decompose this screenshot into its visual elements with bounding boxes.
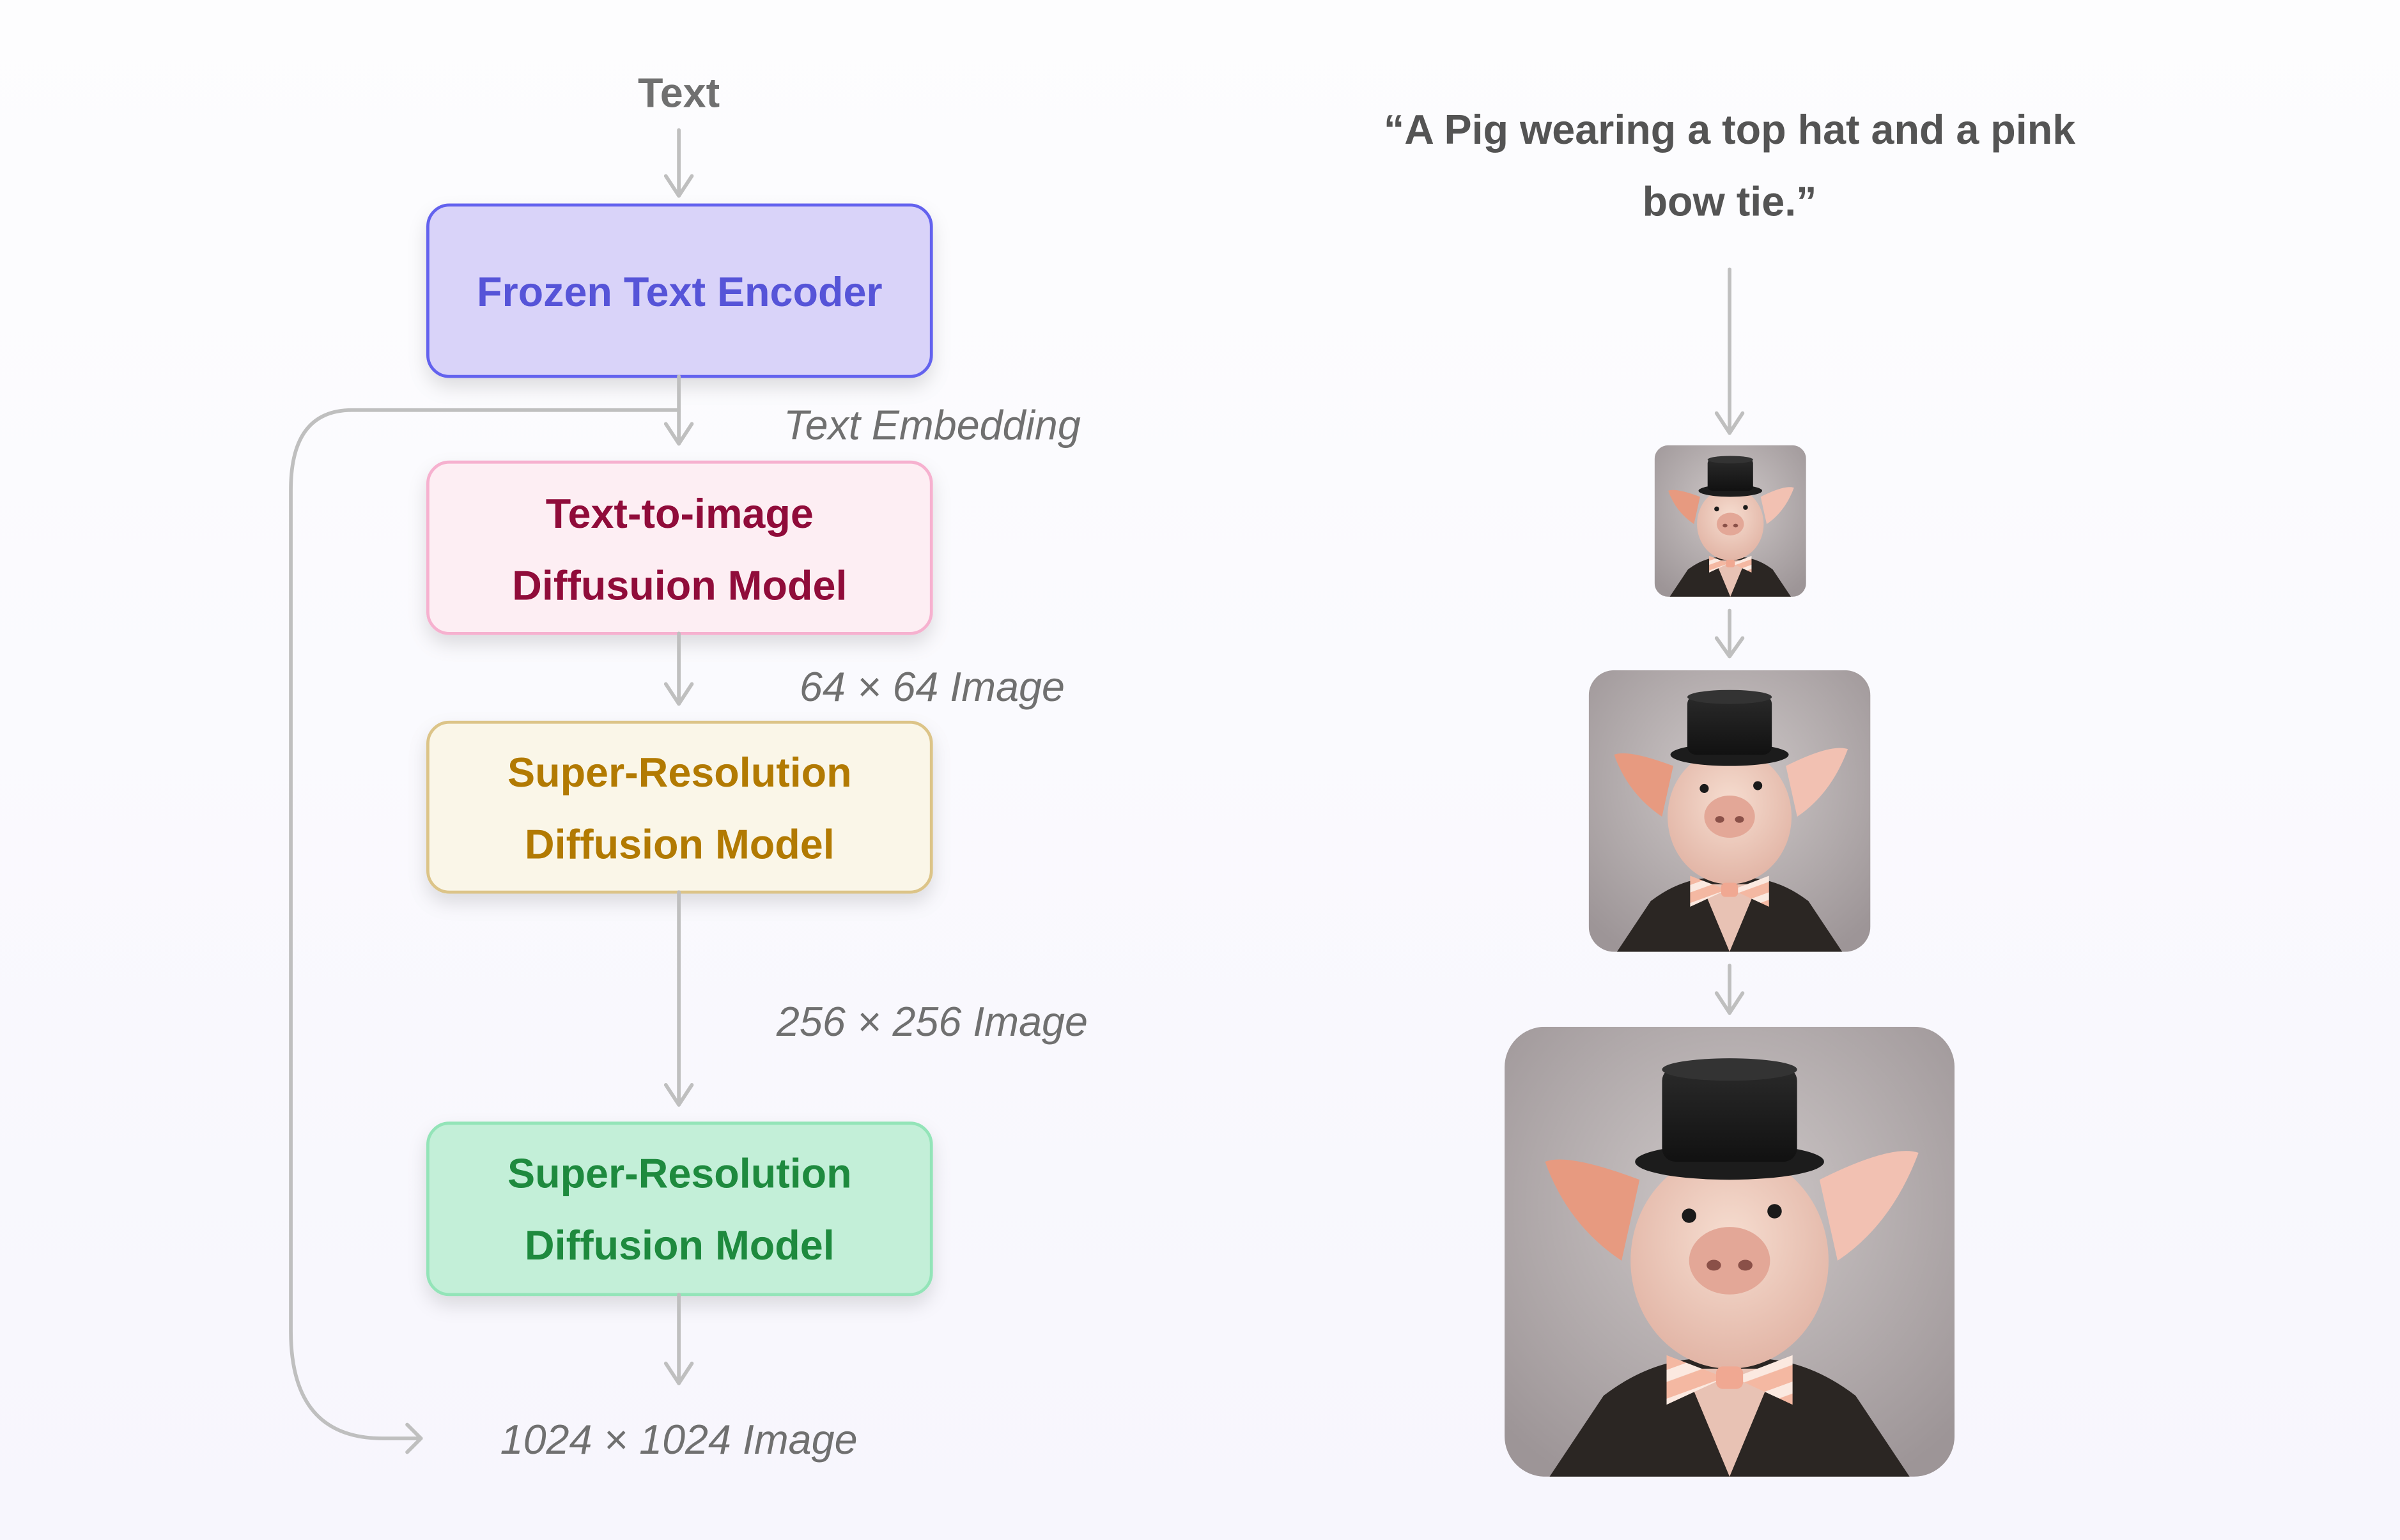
super-resolution-2-label-line2: Diffusion Model xyxy=(525,1222,835,1268)
super-resolution-1-label-line2: Diffusion Model xyxy=(525,820,835,867)
text-embedding-label: Text Embedding xyxy=(784,401,1081,448)
prompt-line-1: “A Pig wearing a top hat and a pink xyxy=(1384,106,2076,153)
arrow-icon xyxy=(1714,964,1745,1015)
arrow-icon xyxy=(1714,267,1745,435)
text-to-image-label-line2: Diffusuion Model xyxy=(512,562,847,609)
pig-image-1024 xyxy=(1505,1026,1955,1477)
arrow-icon xyxy=(663,631,694,706)
arrow-icon xyxy=(663,890,694,1107)
super-resolution-2-box xyxy=(426,1121,933,1297)
output-256-label: 256 × 256 Image xyxy=(776,998,1088,1045)
arrow-icon xyxy=(663,128,694,198)
prompt-line-2: bow tie.” xyxy=(1643,178,1817,225)
arrow-icon xyxy=(1714,608,1745,659)
frozen-text-encoder-label: Frozen Text Encoder xyxy=(477,268,883,315)
example: “A Pig wearing a top hat and a pink bow … xyxy=(1384,106,2076,1477)
input-text-label: Text xyxy=(638,70,720,116)
output-64-label: 64 × 64 Image xyxy=(800,663,1065,710)
connector-lines xyxy=(289,374,694,1454)
pig-image-64 xyxy=(1654,445,1806,597)
arrow-icon xyxy=(663,1293,694,1385)
output-1024-label: 1024 × 1024 Image xyxy=(500,1416,858,1463)
text-to-image-label-line1: Text-to-image xyxy=(546,490,814,537)
super-resolution-1-label-line1: Super-Resolution xyxy=(507,749,852,796)
pipeline: Text Frozen Text Encoder Text Embedding … xyxy=(289,70,1088,1463)
super-resolution-2-label-line1: Super-Resolution xyxy=(507,1150,852,1196)
pig-image-256 xyxy=(1588,670,1871,952)
